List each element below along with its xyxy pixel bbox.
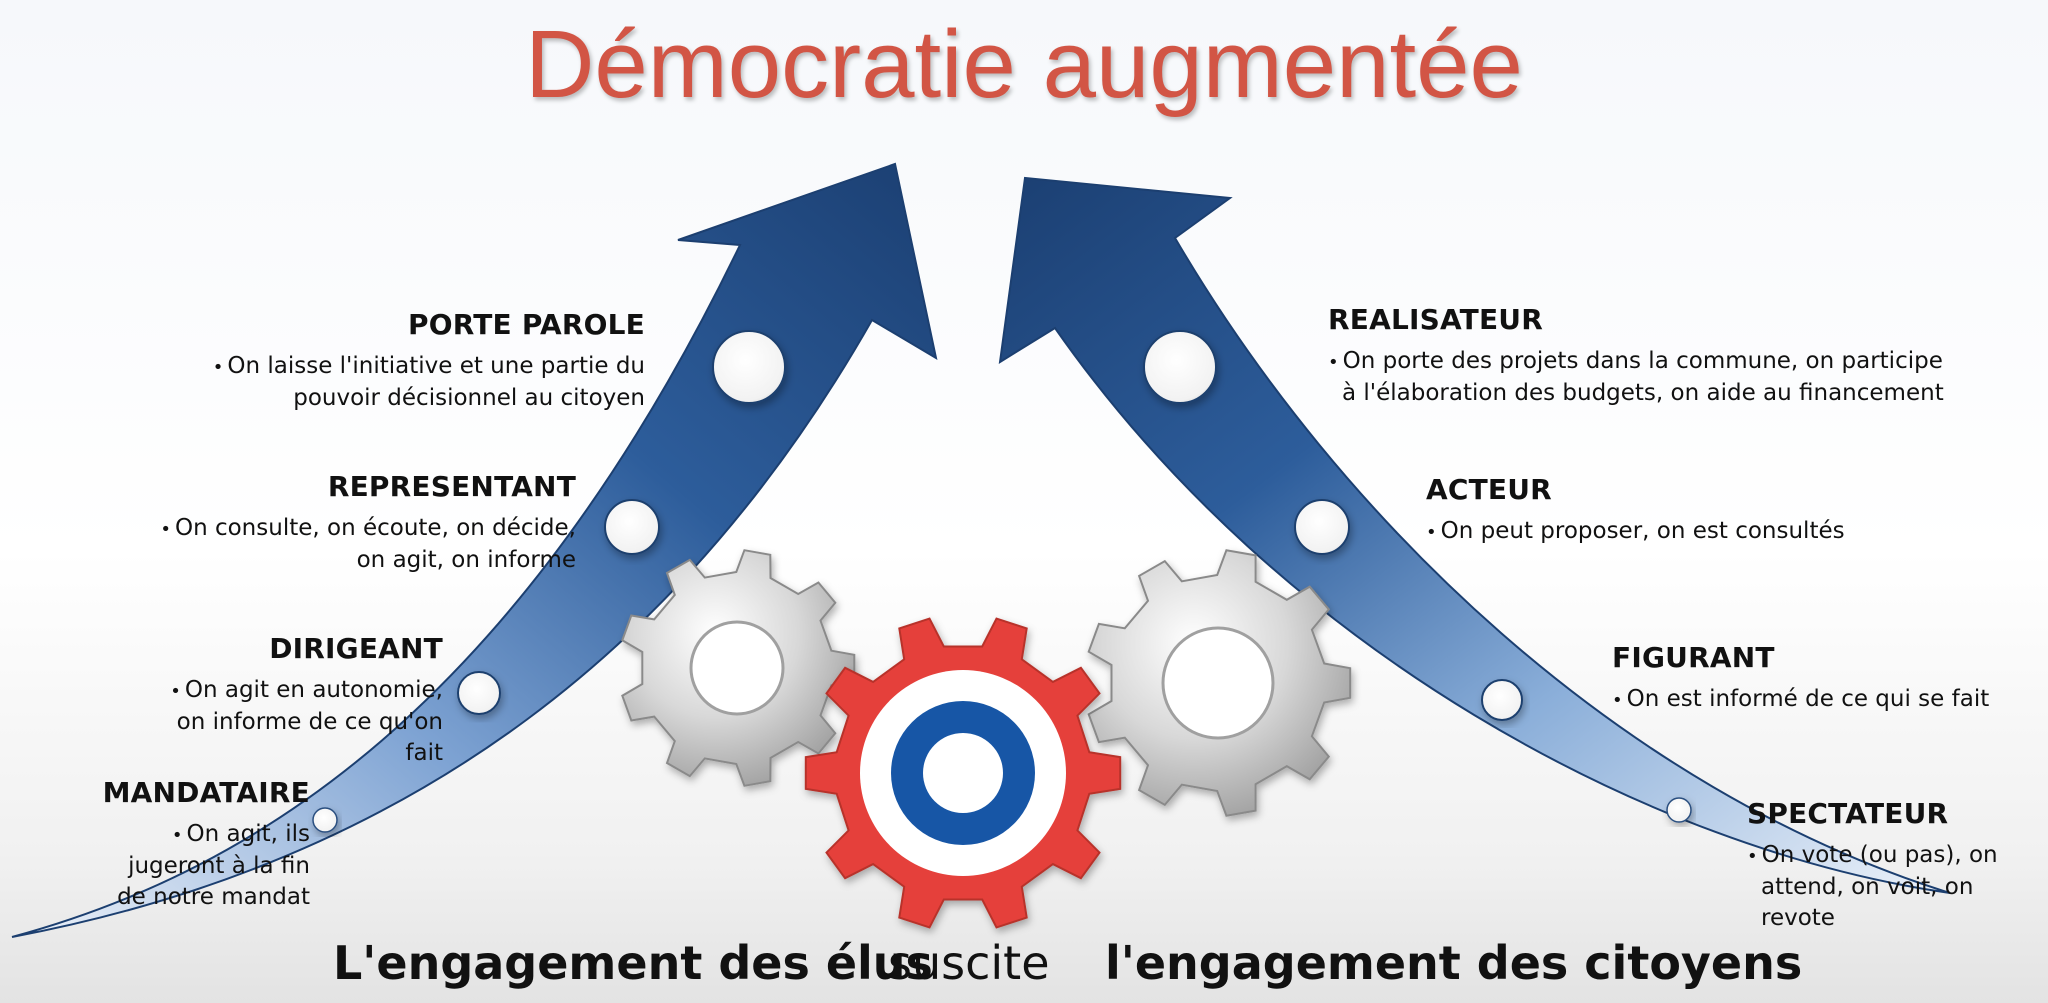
right-gear-hole (1161, 626, 1275, 740)
page-title: Démocratie augmentée (525, 11, 1523, 118)
stage-description: •On est informé de ce qui se fait (1612, 686, 1990, 712)
right-milestone-4 (1666, 797, 1692, 823)
stage-description: •On laisse l'initiative et une partie du… (212, 353, 645, 411)
stage-name: ACTEUR (1426, 473, 1552, 506)
stage-mandataire: MANDATAIRE •On agit, ils jugeront à la f… (80, 776, 310, 913)
bullet: • (170, 681, 181, 702)
footer-elus: L'engagement des élus (333, 936, 933, 990)
footer-suscite: suscite (888, 936, 1050, 990)
gear-center-hole (923, 733, 1003, 813)
footer-citoyens: l'engagement des citoyens (1105, 936, 1803, 990)
stage-description: •On vote (ou pas), on attend, on voit, o… (1747, 842, 1998, 931)
bullet: • (1328, 352, 1339, 373)
stage-name: FIGURANT (1612, 641, 1775, 674)
left-arrow (11, 162, 938, 938)
stage-dirigeant: DIRIGEANT •On agit en autonomie, on info… (133, 632, 443, 769)
stage-name: SPECTATEUR (1747, 797, 1949, 830)
right-arrow (998, 176, 1951, 894)
stage-description: •On porte des projets dans la commune, o… (1328, 348, 1944, 406)
left-milestone-3 (457, 671, 501, 715)
right-milestone-1 (1143, 330, 1217, 404)
bullet: • (1612, 690, 1623, 711)
right-milestone-2 (1294, 499, 1350, 555)
bullet: • (212, 357, 224, 378)
stage-name: DIRIGEANT (269, 632, 443, 665)
left-gear-hole (689, 620, 785, 716)
right-milestone-3 (1481, 679, 1523, 721)
stage-name: REALISATEUR (1328, 303, 1544, 336)
stage-description: •On consulte, on écoute, on décide, on a… (160, 515, 576, 573)
left-milestone-4 (312, 807, 338, 833)
stage-realisateur: REALISATEUR •On porte des projets dans l… (1328, 303, 1958, 409)
bullet: • (1426, 522, 1437, 543)
left-milestone-2 (604, 499, 660, 555)
stage-acteur: ACTEUR •On peut proposer, on est consult… (1426, 473, 1946, 548)
stage-name: PORTE PAROLE (408, 308, 645, 341)
stage-description: •On agit en autonomie, on informe de ce … (170, 677, 443, 766)
stage-porte-parole: PORTE PAROLE •On laisse l'initiative et … (125, 308, 645, 414)
stage-spectateur: SPECTATEUR •On vote (ou pas), on attend,… (1747, 797, 2042, 934)
bullet: • (160, 519, 171, 540)
stage-name: MANDATAIRE (102, 776, 310, 809)
stage-figurant: FIGURANT •On est informé de ce qui se fa… (1612, 641, 2032, 716)
stage-description: •On agit, ils jugeront à la fin de notre… (117, 821, 310, 910)
bullet: • (171, 825, 183, 846)
stage-name: REPRESENTANT (327, 470, 576, 503)
bullet: • (1747, 846, 1758, 867)
stage-representant: REPRESENTANT •On consulte, on écoute, on… (136, 470, 576, 576)
left-milestone-1 (712, 330, 786, 404)
stage-description: •On peut proposer, on est consultés (1426, 518, 1845, 544)
